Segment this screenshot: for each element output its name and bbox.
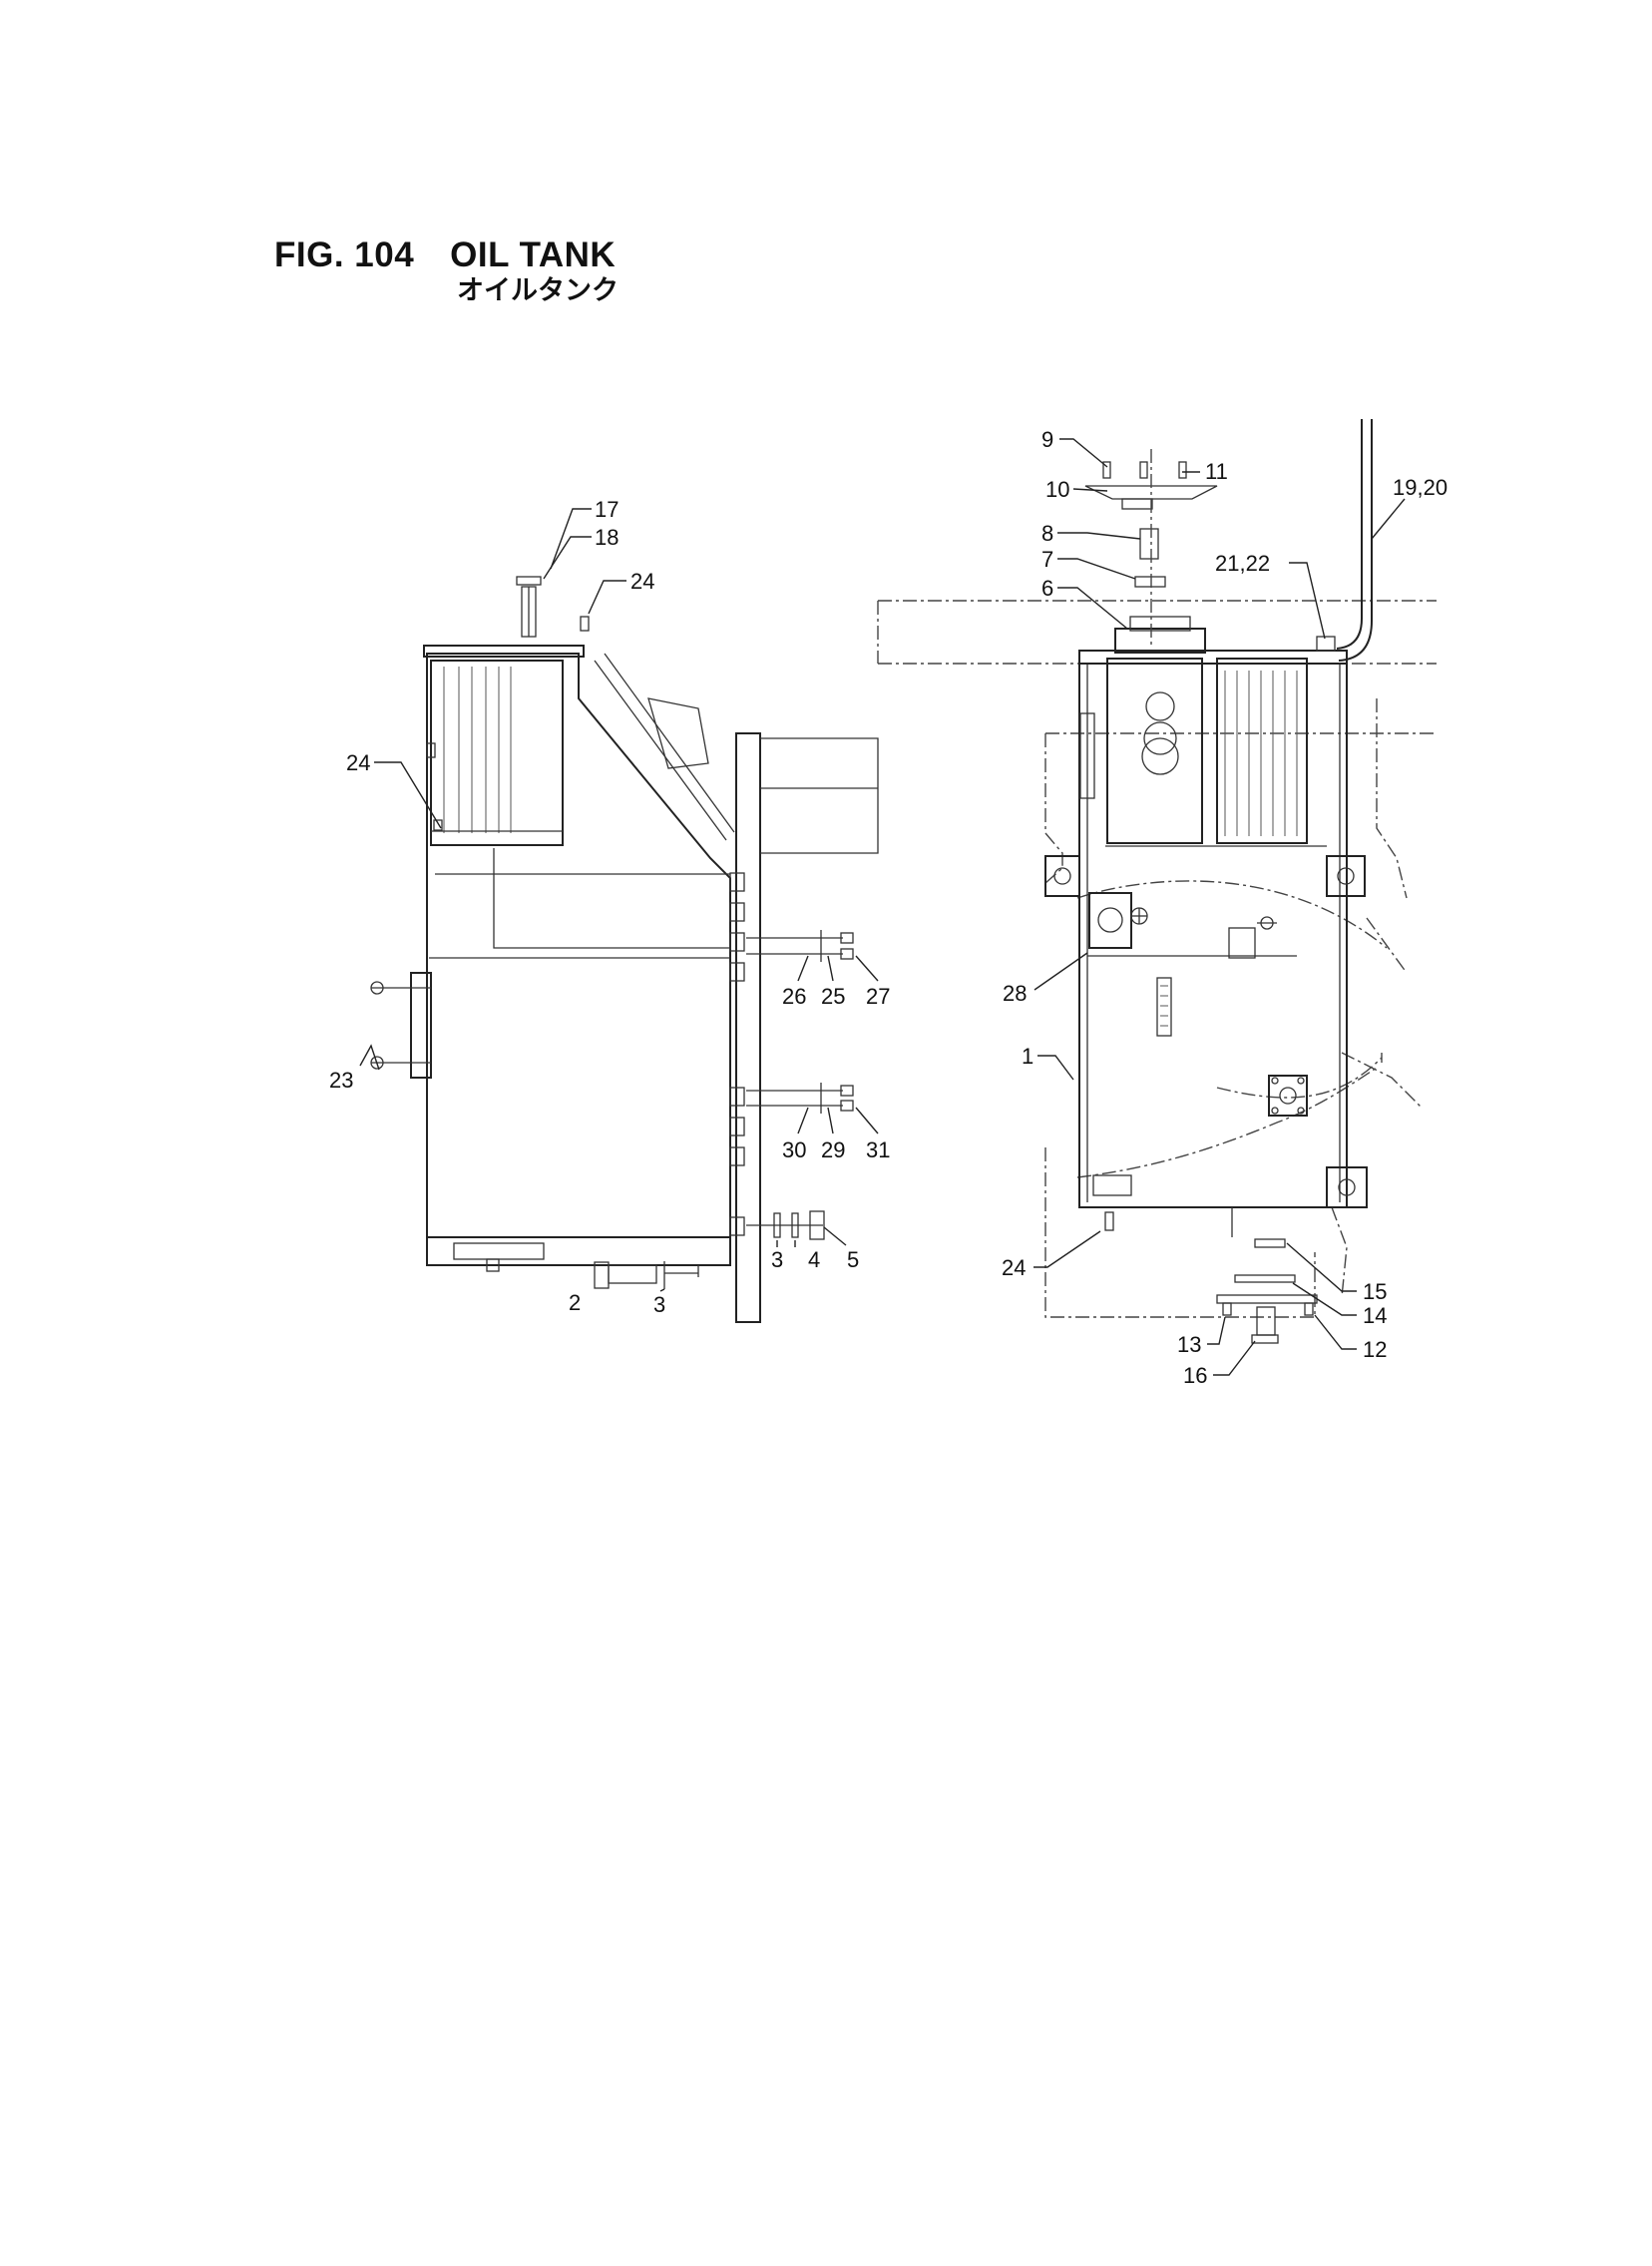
filter-element-left: [1106, 658, 1203, 844]
tank-front-view: [877, 419, 1437, 1344]
part-label-26: 26: [782, 984, 806, 1009]
strainer: [1139, 528, 1159, 560]
part-label-17: 17: [595, 497, 619, 522]
mount-lug-upper-right: [1326, 855, 1366, 897]
part-label-5: 5: [847, 1247, 859, 1272]
breather-cap: [516, 576, 542, 586]
part-label-13: 13: [1177, 1332, 1201, 1357]
figure-name: OIL TANK: [450, 235, 617, 274]
part-label-27: 27: [866, 984, 890, 1009]
filter-element-side: [430, 660, 564, 846]
figure-name-japanese: オイルタンク: [457, 275, 619, 306]
drain-cover: [1216, 1294, 1318, 1304]
part-label-28: 28: [1003, 981, 1027, 1006]
figure-title-block: FIG. 104 OIL TANK オイルタンク: [274, 235, 619, 304]
leader-lines: [359, 438, 1406, 1376]
bolt-set-upper: [746, 930, 854, 962]
tank-side-view: [370, 576, 879, 1323]
fill-cap: [1084, 485, 1218, 500]
filler-pipe: [1336, 419, 1363, 650]
part-label-24-right: 24: [1002, 1255, 1026, 1280]
mount-lug-upper-left: [1044, 855, 1080, 897]
part-label-1: 1: [1022, 1044, 1033, 1069]
fill-neck-flange: [1114, 628, 1206, 654]
bolt-set-bottom: [746, 1210, 825, 1240]
part-label-25: 25: [821, 984, 845, 1009]
tank-side-body: [426, 653, 731, 1266]
mount-lug-lower-right: [1326, 1166, 1368, 1208]
part-label-8: 8: [1041, 521, 1053, 546]
part-label-18: 18: [595, 525, 619, 550]
part-label-4: 4: [808, 1247, 820, 1272]
part-label-7: 7: [1041, 547, 1053, 572]
part-number-labels: 17 18 24 24 23 26 25 27 30 29 31 3 4 5 2…: [329, 427, 1447, 1388]
part-label-3-loose: 3: [653, 1292, 665, 1317]
part-label-12: 12: [1363, 1337, 1387, 1362]
inspection-cover: [1088, 892, 1132, 949]
part-label-21-22: 21,22: [1215, 551, 1270, 576]
part-label-19-20: 19,20: [1393, 475, 1447, 500]
part-label-29: 29: [821, 1137, 845, 1162]
loose-bolt-2-3: [594, 1261, 699, 1289]
bolt-set-lower: [746, 1083, 854, 1114]
port-flange: [1268, 1075, 1308, 1117]
part-label-3-bolts: 3: [771, 1247, 783, 1272]
part-label-30: 30: [782, 1137, 806, 1162]
part-label-23: 23: [329, 1068, 353, 1093]
part-label-15: 15: [1363, 1279, 1387, 1304]
sight-gauge-bracket: [410, 972, 432, 1079]
part-label-14: 14: [1363, 1303, 1387, 1328]
part-label-24-left: 24: [346, 750, 370, 775]
filter-element-right: [1216, 658, 1308, 844]
mounting-bracket-side: [735, 732, 761, 1323]
figure-number: FIG. 104: [274, 235, 415, 274]
part-label-2: 2: [569, 1290, 581, 1315]
part-label-6: 6: [1041, 576, 1053, 601]
part-label-10: 10: [1045, 477, 1069, 502]
part-label-9: 9: [1041, 427, 1053, 452]
part-label-11: 11: [1205, 459, 1228, 484]
sight-gauge-front: [1156, 977, 1172, 1037]
part-label-16: 16: [1183, 1363, 1207, 1388]
part-label-24-top: 24: [630, 569, 654, 594]
part-label-31: 31: [866, 1137, 890, 1162]
